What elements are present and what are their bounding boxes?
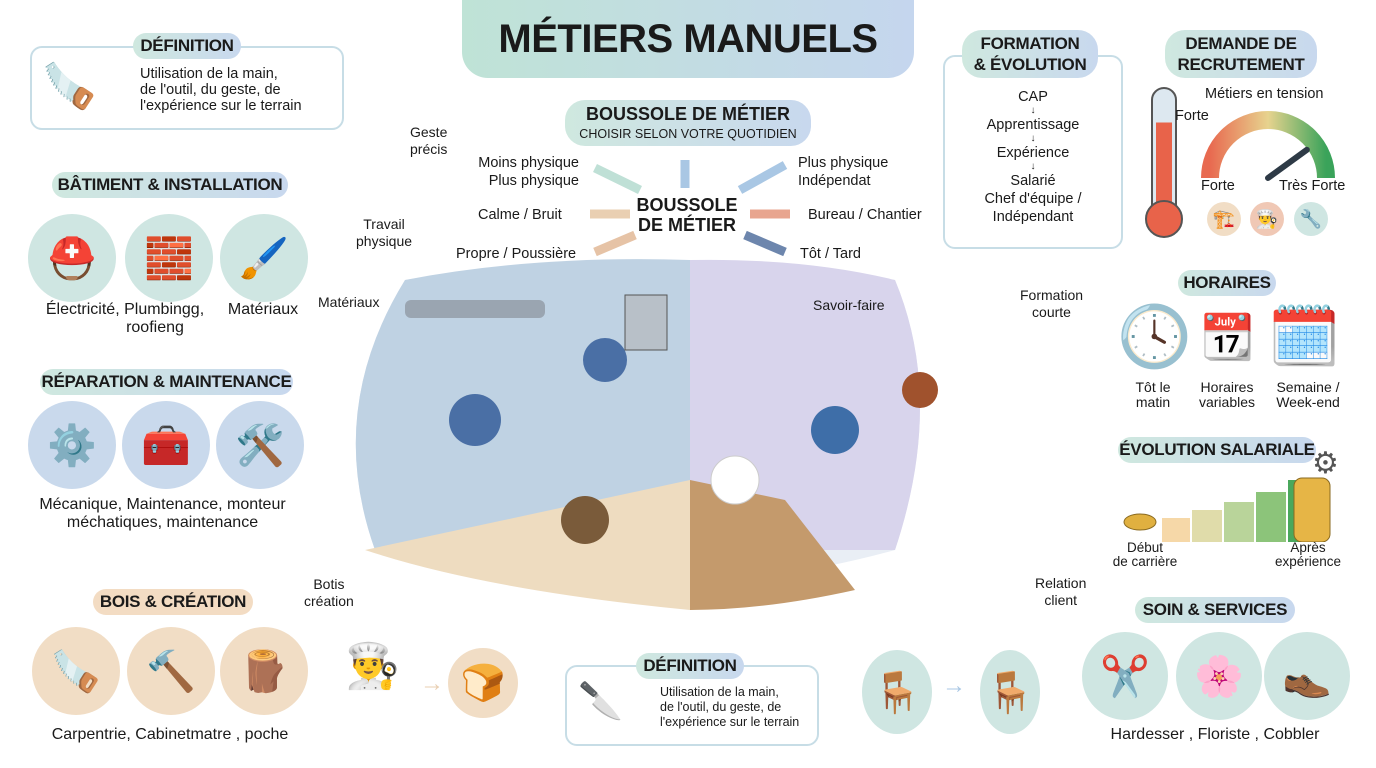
demande-subtitle: Métiers en tension xyxy=(1205,86,1324,102)
batiment-label: BÂTIMENT & INSTALLATION xyxy=(52,172,288,198)
arrow-down-right xyxy=(743,230,787,257)
bois-caption: Carpentrie, Cabinetmatre , poche xyxy=(51,726,289,743)
woodwork-zone xyxy=(365,480,690,610)
definition-label-bottom: DÉFINITION xyxy=(636,653,744,679)
arrow-up-right xyxy=(737,161,788,194)
gauge-left-label: Forte xyxy=(1201,178,1235,194)
technician-figure xyxy=(811,406,859,454)
soin-label: SOIN & SERVICES xyxy=(1135,597,1295,623)
arrow-down-left xyxy=(593,230,637,257)
engine-icon: 🛠️ xyxy=(216,401,304,489)
title-banner: MÉTIERS MANUELS xyxy=(462,0,914,78)
gauge-right-label: Très Forte xyxy=(1279,178,1346,194)
plumbing-electric-zone xyxy=(355,259,690,550)
tension-gauge xyxy=(1201,111,1335,181)
definition-label-top: DÉFINITION xyxy=(133,33,241,59)
hand-knife-icon: 🔪 xyxy=(578,680,623,721)
gear-icon: ⚙ xyxy=(1312,447,1339,480)
paint-roller-icon: 🖌️ xyxy=(220,214,308,302)
horaires-item-3: Semaine /Week-end xyxy=(1276,379,1340,410)
calendar-icon: 🗓️ xyxy=(1268,304,1341,369)
gears-icon: ⚙️ xyxy=(28,401,116,489)
bread-icon: 🍞 xyxy=(448,648,518,718)
clock-calendar-icon: 📆 xyxy=(1200,313,1255,362)
direction-down-left: Propre / Poussière xyxy=(456,246,577,262)
restored-chair-icon: 🪑 xyxy=(980,650,1040,734)
hairdresser-figure xyxy=(902,372,938,408)
old-chair-icon: 🪑 xyxy=(862,650,932,734)
direction-right: Bureau / Chantier xyxy=(808,207,922,223)
tools-icon: 🔧 xyxy=(1294,202,1328,236)
arrow-right-icon: → xyxy=(942,672,966,699)
pipe xyxy=(405,300,545,318)
thermometer xyxy=(1145,87,1183,238)
electrical-panel xyxy=(624,294,668,351)
plumber-figure xyxy=(449,394,501,446)
chef-figure xyxy=(710,455,760,505)
comb-flower-icon: 🌸 xyxy=(1176,632,1262,720)
thermo-label: Forte xyxy=(1175,108,1209,124)
chef-hat-bread-icon: 👨‍🍳 xyxy=(345,642,400,691)
direction-left: Calme / Bruit xyxy=(478,207,562,223)
horaires-label: HORAIRES xyxy=(1178,270,1276,296)
salaire-label: ÉVOLUTION SALARIALE xyxy=(1118,437,1316,463)
compass-arrows xyxy=(590,160,790,257)
reparation-label: RÉPARATION & MAINTENANCE xyxy=(40,369,293,395)
gauge-needle xyxy=(1265,146,1310,181)
boussole-header: BOUSSOLE DE MÉTIER CHOISIR SELON VOTRE Q… xyxy=(565,100,811,146)
formation-card xyxy=(943,55,1123,249)
formation-label: FORMATION& ÉVOLUTION xyxy=(962,30,1098,78)
direction-down-right: Tôt / Tard xyxy=(800,246,861,262)
bois-label: BOIS & CRÉATION xyxy=(93,589,253,615)
bricks-wrench-icon: 🧱 xyxy=(125,214,213,302)
coins-stack xyxy=(1293,477,1331,542)
coins-small xyxy=(1123,513,1157,531)
soin-caption: Hardesser , Floriste , Cobbler xyxy=(1110,726,1320,743)
electrician-figure xyxy=(583,338,627,382)
definition-text-bottom: Utilisation de la main,de l'outil, du ge… xyxy=(660,685,800,729)
batiment-caption-materiaux: Matériaux xyxy=(227,301,299,318)
hard-hat-icon: ⛑️ xyxy=(28,214,116,302)
hand-plane-icon: 🔨 xyxy=(127,627,215,715)
label-materiaux: Matériaux xyxy=(318,294,380,310)
batiment-caption: Électricité, Plumbingg,roofieng xyxy=(45,301,205,336)
arrow-right-icon: → xyxy=(420,670,444,697)
definition-text-top: Utilisation de la main,de l'outil, du ge… xyxy=(140,66,302,114)
shoes-icon: 👞 xyxy=(1264,632,1350,720)
saw-icon: 🪚 xyxy=(32,627,120,715)
clock-icon: 🕓 xyxy=(1117,303,1192,370)
arrow-up-left xyxy=(593,163,642,195)
salary-bars xyxy=(1123,477,1331,542)
carpenter-figure xyxy=(561,496,609,544)
bakery-table xyxy=(690,480,855,610)
formation-steps: CAP↓ Apprentissage↓ Expérience↓ Salarié … xyxy=(984,89,1082,225)
central-scene xyxy=(355,259,938,610)
page-title: MÉTIERS MANUELS xyxy=(498,16,878,61)
scissors-icon: ✂️ xyxy=(1082,632,1168,720)
wood-plank-icon: 🪵 xyxy=(220,627,308,715)
chef-hat-icon: 👨‍🍳 xyxy=(1250,202,1284,236)
toolbox-multimeter-icon: 🧰 xyxy=(122,401,210,489)
label-savoir-faire: Savoir-faire xyxy=(813,297,885,313)
crane-icon: 🏗️ xyxy=(1207,202,1241,236)
hand-carving-icon: 🪚 xyxy=(42,62,97,111)
